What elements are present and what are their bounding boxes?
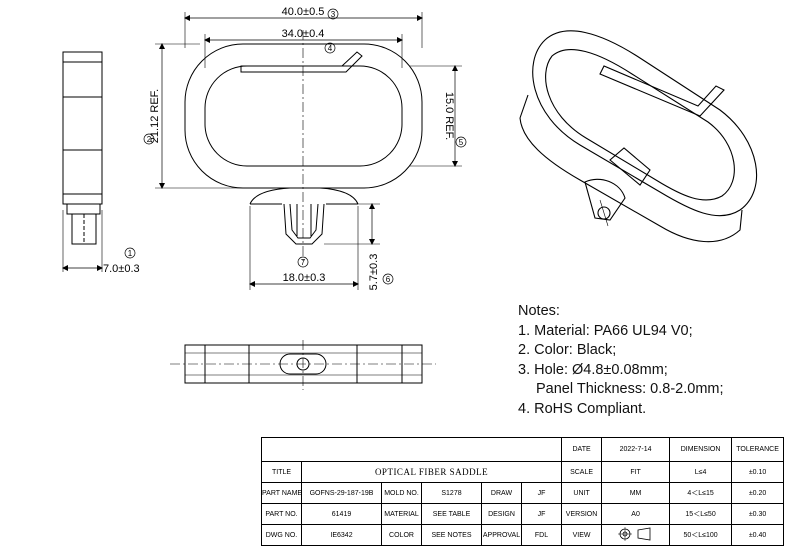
- tol-value-3: ±0.30: [731, 503, 785, 525]
- part-no-label: PART NO.: [261, 503, 302, 525]
- unit-value: MM: [601, 482, 671, 504]
- dim-base-width: 18.0±0.3: [283, 272, 326, 284]
- note-panel-thickness: Panel Thickness: 0.8-2.0mm;: [536, 381, 724, 397]
- dimension-header: DIMENSION: [669, 437, 733, 462]
- dim-inner-height-ref: 15.0 REF.: [443, 92, 455, 140]
- svg-text:4: 4: [328, 44, 333, 53]
- balloon-7: 7: [297, 256, 309, 268]
- balloon-3: 3: [327, 8, 339, 20]
- tol-value-1: ±0.10: [731, 461, 785, 483]
- color-value: SEE NOTES: [421, 524, 482, 546]
- tol-range-2: 4＜L≤15: [669, 482, 733, 504]
- unit-label: UNIT: [561, 482, 603, 504]
- note-color: 2. Color: Black;: [518, 342, 617, 358]
- notes-heading: Notes:: [518, 303, 560, 319]
- material-value: SEE TABLE: [421, 503, 482, 525]
- svg-text:1: 1: [128, 249, 133, 258]
- design-value: JF: [520, 503, 563, 525]
- draw-value: JF: [520, 482, 563, 504]
- date-value: 2022-7-14: [601, 437, 671, 462]
- draw-label: DRAW: [481, 482, 522, 504]
- scale-label: SCALE: [561, 461, 603, 483]
- tol-range-3: 15＜L≤50: [669, 503, 733, 525]
- note-rohs: 4. RoHS Compliant.: [518, 400, 647, 417]
- balloon-5: 5: [455, 136, 467, 148]
- side-view: [62, 51, 103, 272]
- approval-value: FDL: [520, 524, 563, 546]
- balloon-4: 4: [324, 42, 336, 54]
- tol-value-4: ±0.40: [731, 524, 785, 546]
- mold-no-label: MOLD NO.: [381, 482, 422, 504]
- note-material: 1. Material: PA66 UL94 V0;: [518, 322, 693, 339]
- approval-label: APPROVAL: [481, 524, 522, 546]
- dim-outer-height-ref: 21.12 REF.: [149, 89, 161, 143]
- part-no-value: 61419: [301, 503, 382, 525]
- tol-range-4: 50＜L≤100: [669, 524, 733, 546]
- color-label: COLOR: [381, 524, 422, 546]
- svg-text:2: 2: [147, 135, 152, 144]
- dim-side-thickness: 7.0±0.3: [103, 263, 140, 275]
- version-label: VERSION: [561, 503, 603, 525]
- balloon-1: 1: [124, 247, 136, 259]
- svg-text:5: 5: [459, 138, 464, 147]
- front-view: [155, 12, 462, 290]
- date-label: DATE: [561, 437, 603, 462]
- version-value: A0: [601, 503, 671, 525]
- title-block: DATE 2022-7-14 DIMENSION TOLERANCE TITLE…: [260, 437, 785, 546]
- svg-text:6: 6: [386, 275, 391, 284]
- dwg-no-value: IE6342: [301, 524, 382, 546]
- dwg-no-label: DWG NO.: [261, 524, 302, 546]
- material-label: MATERIAL: [381, 503, 422, 525]
- dim-pin-height: 5.7±0.3: [368, 254, 380, 291]
- view-label: VIEW: [561, 524, 603, 546]
- title-value: OPTICAL FIBER SADDLE: [300, 461, 563, 483]
- mold-no-value: S1278: [421, 482, 482, 504]
- balloon-6: 6: [382, 273, 394, 285]
- dim-inner-width: 34.0±0.4: [282, 28, 325, 40]
- scale-value: FIT: [601, 461, 671, 483]
- dim-overall-width: 40.0±0.5: [282, 6, 325, 18]
- notes-block: Notes: 1. Material: PA66 UL94 V0; 2. Col…: [518, 302, 724, 419]
- title-label: TITLE: [261, 461, 302, 483]
- part-name-label: PART NAME: [261, 482, 302, 504]
- part-name-value: GOFNS-29-187-19B: [301, 482, 382, 504]
- tol-value-2: ±0.20: [731, 482, 785, 504]
- isometric-view: [519, 30, 758, 243]
- note-hole: 3. Hole: Ø4.8±0.08mm;: [518, 361, 668, 378]
- svg-text:7: 7: [301, 258, 306, 267]
- balloon-2: 2: [143, 133, 155, 145]
- projection-symbol-icon: [601, 524, 671, 546]
- design-label: DESIGN: [481, 503, 522, 525]
- svg-text:3: 3: [331, 10, 336, 19]
- bottom-view: [170, 340, 436, 390]
- tol-range-1: L≤4: [669, 461, 733, 483]
- tolerance-header: TOLERANCE: [731, 437, 785, 462]
